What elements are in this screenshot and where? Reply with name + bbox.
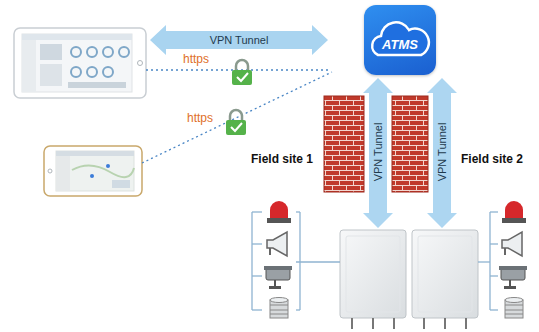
alarm-light (502, 201, 526, 223)
protocol-label: https (183, 53, 209, 66)
gateway-device (340, 230, 406, 329)
tunnel-label: VPN Tunnel (372, 123, 384, 182)
service-name: ATMS (382, 37, 418, 52)
lock-icon (226, 110, 246, 135)
wiring (478, 212, 498, 310)
gateway-device (412, 230, 478, 329)
camera (499, 266, 527, 289)
firewall (392, 96, 428, 192)
cloud-service-icon: ATMS (364, 5, 436, 75)
phone (44, 146, 142, 196)
vpn-tunnel-arrow (150, 25, 328, 55)
sensor (505, 298, 523, 319)
camera (264, 266, 292, 289)
site-label: Field site 1 (251, 153, 313, 166)
site-label: Field site 2 (461, 153, 523, 166)
vpn-tunnel-arrow (427, 78, 457, 228)
https-link (142, 72, 332, 163)
horn-speaker (267, 232, 287, 256)
protocol-label: https (187, 112, 213, 125)
alarm-light (267, 201, 291, 223)
firewall (324, 96, 364, 192)
horn-speaker (502, 232, 522, 256)
wiring (252, 212, 340, 310)
sensor (270, 298, 288, 319)
tablet (14, 28, 146, 98)
vpn-tunnel-arrow (363, 78, 393, 228)
tunnel-label: VPN Tunnel (210, 34, 269, 46)
tunnel-label: VPN Tunnel (436, 123, 448, 182)
lock-icon (232, 60, 252, 85)
